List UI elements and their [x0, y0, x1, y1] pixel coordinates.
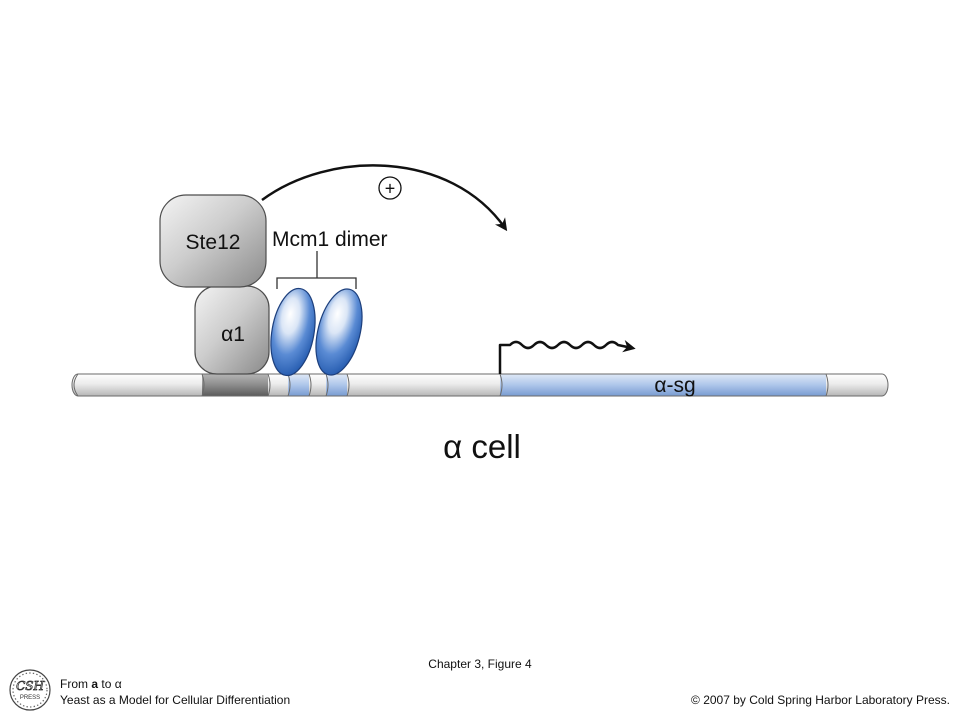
dna-strand: α-sg — [71, 373, 889, 397]
alpha1-binding-site — [202, 374, 268, 396]
book-title-prefix: From — [60, 677, 92, 691]
ste12-protein: Ste12 — [159, 194, 267, 288]
copyright-notice: © 2007 by Cold Spring Harbor Laboratory … — [691, 693, 950, 707]
alpha-sg-gene-region — [500, 374, 826, 396]
book-title-suffix: to α — [98, 677, 122, 691]
mcm1-bracket — [276, 251, 357, 289]
mcm1-dimer: Mcm1 dimer — [270, 228, 388, 377]
mcm1-monomer-right — [315, 288, 363, 376]
alpha1-label: α1 — [221, 323, 245, 346]
mcm1-binding-site-left — [288, 374, 309, 396]
activation-plus-symbol: + — [385, 179, 396, 199]
logo-top-text: CSH — [16, 679, 44, 693]
activation-arrow: + — [261, 164, 508, 232]
logo-bottom-text: PRESS — [20, 695, 40, 701]
book-info: From a to α Yeast as a Model for Cellula… — [60, 676, 290, 708]
cell-type-label: α cell — [443, 428, 521, 465]
ste12-shape — [159, 194, 267, 288]
book-title: From a to α — [60, 676, 290, 692]
book-subtitle: Yeast as a Model for Cellular Differenti… — [60, 693, 291, 707]
transcription-arrow — [498, 340, 636, 374]
ste12-label: Ste12 — [186, 231, 241, 254]
mcm1-binding-site-right — [326, 374, 347, 396]
dna-segment-dividers — [73, 373, 829, 397]
book-title-bold: a — [91, 677, 99, 691]
activation-curve — [261, 164, 508, 232]
figure-caption: Chapter 3, Figure 4 — [428, 657, 532, 671]
gene-label: α-sg — [654, 374, 695, 397]
mcm1-monomer-left — [270, 287, 316, 377]
activation-plus-circle — [378, 176, 402, 200]
alpha1-protein: α1 — [194, 285, 270, 375]
csh-press-logo: CSH PRESS — [9, 669, 51, 711]
mcm1-label: Mcm1 dimer — [272, 228, 388, 251]
